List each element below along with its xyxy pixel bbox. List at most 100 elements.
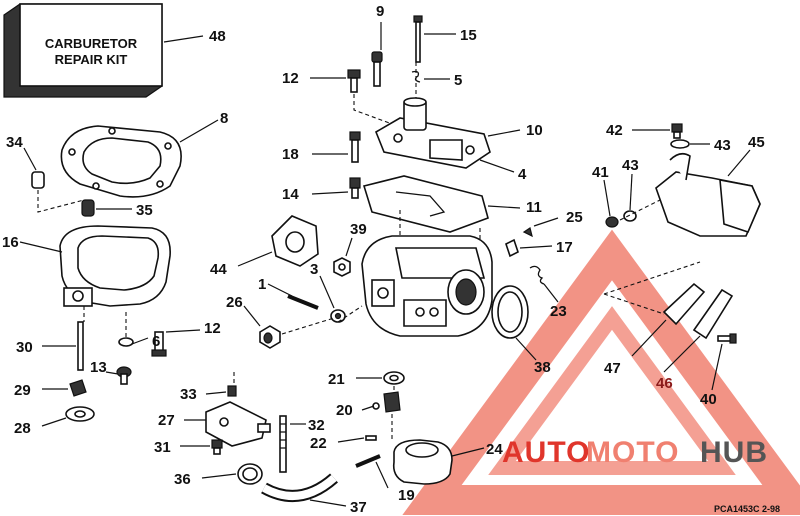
- callout-24: 24: [486, 441, 503, 458]
- callout-4: 4: [518, 166, 527, 183]
- part-39-nut: [333, 257, 351, 277]
- part-41-screw: [605, 216, 619, 228]
- part-33-screw: [227, 385, 237, 397]
- part-10-cover: [375, 97, 491, 169]
- callout-43-upper: 43: [714, 137, 731, 154]
- part-43-washer-upper: [670, 139, 690, 149]
- callout-20: 20: [336, 402, 353, 419]
- watermark-hub: HUB: [700, 436, 768, 469]
- part-12-bolt-lower: [151, 331, 167, 357]
- part-14-screw: [349, 177, 361, 199]
- callout-17: 17: [556, 239, 573, 256]
- part-35-bushing: [81, 199, 95, 217]
- callout-1: 1: [258, 276, 266, 293]
- callout-43-lower: 43: [622, 157, 639, 174]
- part-34-float-pin-cap: [31, 171, 45, 189]
- callout-37: 37: [350, 499, 367, 516]
- callout-12-lower: 12: [204, 320, 221, 337]
- callout-18: 18: [282, 146, 299, 163]
- callout-14: 14: [282, 186, 299, 203]
- callout-29: 29: [14, 382, 31, 399]
- callout-47: 47: [604, 360, 621, 377]
- part-27-fuel-fitting: [205, 401, 271, 447]
- callout-31: 31: [154, 439, 171, 456]
- callout-26: 26: [226, 294, 243, 311]
- part-29-plug: [69, 379, 87, 397]
- callout-32: 32: [308, 417, 325, 434]
- part-9-screw: [371, 51, 383, 87]
- callout-40: 40: [700, 391, 717, 408]
- callout-33: 33: [180, 386, 197, 403]
- part-38-o-ring: [491, 285, 529, 339]
- callout-3: 3: [310, 261, 318, 278]
- callout-48: 48: [209, 28, 226, 45]
- part-24-float: [392, 439, 453, 485]
- repair-kit-line1: CARBURETOR: [45, 36, 138, 51]
- watermark-logo: [402, 229, 800, 515]
- callout-23: 23: [550, 303, 567, 320]
- callout-38: 38: [534, 359, 551, 376]
- part-30-drain-tube: [77, 321, 84, 371]
- part-45-air-silencer: [655, 152, 761, 237]
- part-19-float-pin: [355, 454, 381, 468]
- part-46-plate: [692, 288, 734, 340]
- callout-36: 36: [174, 471, 191, 488]
- callout-11: 11: [526, 199, 542, 216]
- callout-21: 21: [328, 371, 345, 388]
- callout-9: 9: [376, 3, 384, 20]
- callout-34: 34: [6, 134, 23, 151]
- callout-10: 10: [526, 122, 543, 139]
- watermark-text: AUTO MOTO HUB: [502, 436, 768, 469]
- part-1-pin: [287, 294, 319, 310]
- callout-16: 16: [2, 234, 19, 251]
- callout-41: 41: [592, 164, 609, 181]
- watermark-moto: MOTO: [586, 436, 679, 469]
- callout-8: 8: [220, 110, 228, 127]
- part-6-washer: [118, 337, 134, 347]
- callout-25: 25: [566, 209, 583, 226]
- part-11-gasket: [362, 175, 489, 233]
- part-37-fuel-hose: [261, 473, 338, 502]
- callout-42: 42: [606, 122, 623, 139]
- part-12-screw-top: [347, 69, 361, 93]
- callout-44: 44: [210, 261, 227, 278]
- part-42-screw: [671, 123, 683, 139]
- callout-13: 13: [90, 359, 107, 376]
- repair-kit-line2: REPAIR KIT: [55, 52, 128, 67]
- watermark-triangle-outer: [402, 229, 800, 515]
- part-23-spring: [529, 265, 545, 285]
- part-31-screw: [211, 439, 223, 455]
- drawing-code: PCA1453C 2-98: [714, 504, 780, 514]
- callout-35: 35: [136, 202, 153, 219]
- callout-22: 22: [310, 435, 327, 452]
- part-26-bushing: [259, 325, 281, 349]
- part-21-gasket: [383, 371, 405, 385]
- part-40-screw: [717, 333, 737, 344]
- callout-30: 30: [16, 339, 33, 356]
- part-18-screw: [349, 131, 361, 163]
- callout-labels: 48 8 34 35 16 30 29 28 13 6 12 9 12 15 5…: [2, 3, 765, 516]
- callout-12-top: 12: [282, 70, 299, 87]
- part-13-screw: [116, 366, 132, 385]
- callout-5: 5: [454, 72, 462, 89]
- watermark-triangle-inner: [488, 306, 736, 475]
- part-16-float-bowl: [59, 225, 171, 307]
- callout-28: 28: [14, 420, 31, 437]
- part-22-pin: [365, 435, 377, 441]
- part-47-gasket: [662, 282, 706, 326]
- callout-6: 6: [152, 333, 160, 350]
- watermark-auto: AUTO: [502, 436, 590, 469]
- part-3-washer: [330, 309, 346, 323]
- part-15-long-screw: [413, 15, 423, 63]
- callout-46: 46: [656, 375, 673, 392]
- callout-15: 15: [460, 27, 477, 44]
- part-17-spring-clip: [505, 238, 519, 258]
- callout-45: 45: [748, 134, 765, 151]
- part-25-clip: [522, 227, 533, 238]
- callout-27: 27: [158, 412, 175, 429]
- callout-39: 39: [350, 221, 367, 238]
- part-8-gasket: [60, 125, 182, 198]
- part-28-gasket: [65, 406, 95, 422]
